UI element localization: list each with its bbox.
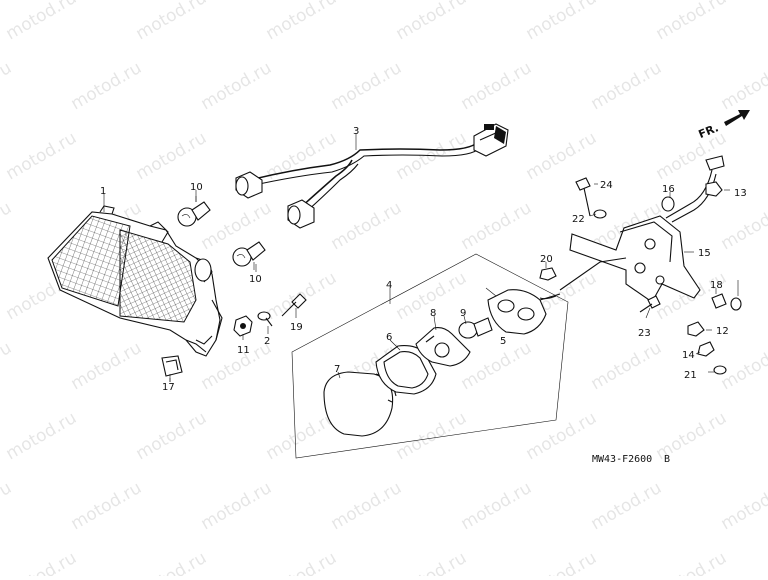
watermark-text: motod.ru xyxy=(718,338,768,394)
watermark-text: motod.ru xyxy=(68,478,146,534)
watermark-text: motod.ru xyxy=(393,408,471,464)
watermark-text: motod.ru xyxy=(68,58,146,114)
part-nut-14 xyxy=(698,342,714,356)
callout-4: 4 xyxy=(386,280,392,291)
watermark-text: motod.ru xyxy=(718,58,768,114)
watermark-text: motod.ru xyxy=(328,198,406,254)
callout-23: 23 xyxy=(638,328,651,339)
watermark-text: motod.ru xyxy=(68,338,146,394)
watermark-text: motod.ru xyxy=(0,338,15,394)
callout-8: 8 xyxy=(430,308,436,319)
watermark-text: motod.ru xyxy=(718,198,768,254)
part-code: MW43-F2600 xyxy=(592,454,652,465)
watermark-text: motod.ru xyxy=(523,128,601,184)
callout-20: 20 xyxy=(540,254,553,265)
callout-24: 24 xyxy=(600,180,613,191)
callout-13: 13 xyxy=(734,188,747,199)
watermark-text: motod.ru xyxy=(3,408,81,464)
callout-17: 17 xyxy=(162,382,175,393)
watermark-text: motod.ru xyxy=(393,0,471,44)
callout-3: 3 xyxy=(353,126,359,137)
callout-14: 14 xyxy=(682,350,695,361)
part-grommet-13 xyxy=(706,182,722,196)
watermark-text: motod.ru xyxy=(718,478,768,534)
part-nut-12 xyxy=(688,322,704,336)
watermark-text: motod.ru xyxy=(3,548,81,576)
watermark-text: motod.ru xyxy=(653,0,731,44)
watermark-text: motod.ru xyxy=(133,0,211,44)
callout-2: 2 xyxy=(264,336,270,347)
watermark-text: motod.ru xyxy=(0,478,15,534)
callout-12: 12 xyxy=(716,326,729,337)
watermark-text: motod.ru xyxy=(328,58,406,114)
callout-5: 5 xyxy=(500,336,506,347)
watermark-text: motod.ru xyxy=(458,478,536,534)
part-taillight-assembly xyxy=(48,206,222,356)
watermark-text: motod.ru xyxy=(0,198,15,254)
callout-21: 21 xyxy=(684,370,697,381)
watermark-text: motod.ru xyxy=(133,128,211,184)
watermark-text: motod.ru xyxy=(133,408,211,464)
watermark-text: motod.ru xyxy=(198,198,276,254)
watermark-text: motod.ru xyxy=(523,0,601,44)
watermark-text: motod.ru xyxy=(653,548,731,576)
watermark-text: motod.ru xyxy=(263,548,341,576)
part-nut-20 xyxy=(540,268,556,280)
callout-7: 7 xyxy=(334,364,340,375)
callout-1: 1 xyxy=(100,186,106,197)
watermark-text: motod.ru xyxy=(523,408,601,464)
watermark-text: motod.ru xyxy=(133,548,211,576)
watermark-text: motod.ru xyxy=(393,128,471,184)
watermark-text: motod.ru xyxy=(588,478,666,534)
callout-11: 11 xyxy=(237,345,250,356)
callout-6: 6 xyxy=(386,332,392,343)
part-washer-18 xyxy=(712,294,726,308)
watermark-text: motod.ru xyxy=(653,128,731,184)
callout-18: 18 xyxy=(710,280,723,291)
watermark-text: motod.ru xyxy=(3,128,81,184)
part-grommet-16 xyxy=(662,197,674,211)
part-bolt-24 xyxy=(576,178,590,216)
watermark-text: motod.ru xyxy=(263,0,341,44)
watermark-text: motod.ru xyxy=(458,198,536,254)
callout-16: 16 xyxy=(662,184,675,195)
watermark-text: motod.ru xyxy=(198,478,276,534)
callout-22: 22 xyxy=(572,214,585,225)
part-bulb-9 xyxy=(459,318,492,338)
watermark-text: motod.ru xyxy=(393,548,471,576)
watermark-text: motod.ru xyxy=(0,58,15,114)
watermark-text: motod.ru xyxy=(198,58,276,114)
watermark-text: motod.ru xyxy=(588,58,666,114)
watermark-text: motod.ru xyxy=(523,548,601,576)
callout-19: 19 xyxy=(290,322,303,333)
watermark-text: motod.ru xyxy=(458,338,536,394)
part-washer-21 xyxy=(714,366,726,374)
part-clip-17 xyxy=(162,356,182,382)
part-nut-11 xyxy=(234,316,252,336)
part-nut-right xyxy=(731,280,741,310)
callout-15: 15 xyxy=(698,248,711,259)
part-bulb-10-lower xyxy=(233,242,265,266)
callout-10-lower: 10 xyxy=(249,274,262,285)
callout-9: 9 xyxy=(460,308,466,319)
watermark-text: motod.ru xyxy=(458,58,536,114)
part-code-suffix: B xyxy=(664,454,670,465)
callout-10-upper: 10 xyxy=(190,182,203,193)
watermark-text: motod.ru xyxy=(3,0,81,44)
watermark-text: motod.ru xyxy=(588,338,666,394)
part-bulb-10-upper xyxy=(178,196,210,226)
watermark-text: motod.ru xyxy=(328,478,406,534)
